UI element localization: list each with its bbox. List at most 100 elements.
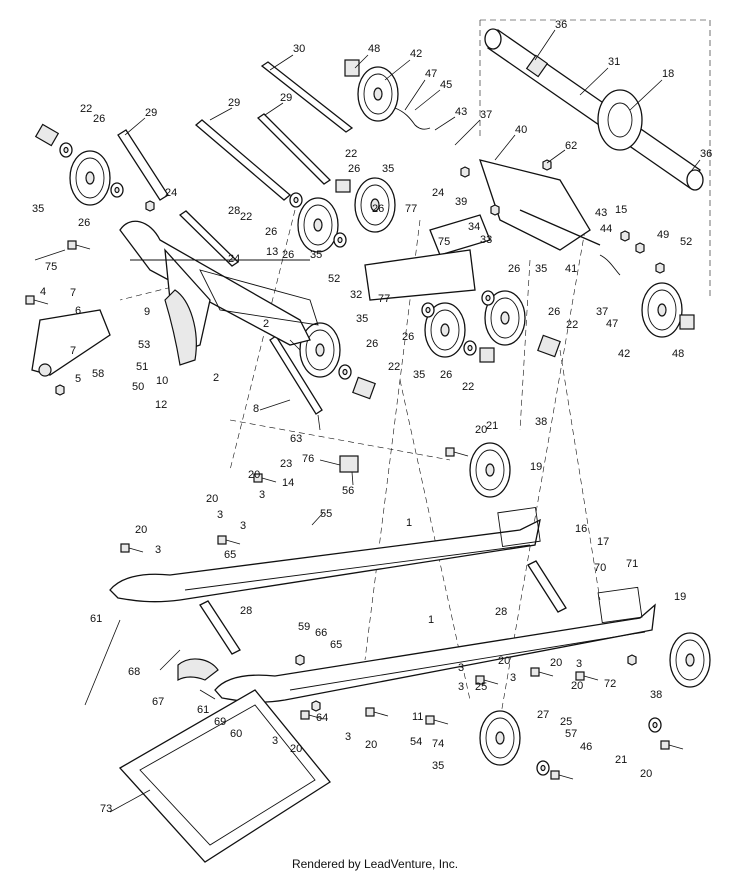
callout-label: 28 bbox=[495, 606, 507, 618]
callout-label: 58 bbox=[92, 368, 104, 380]
callout-label: 22 bbox=[345, 148, 357, 160]
callout-label: 35 bbox=[356, 313, 368, 325]
callout-label: 6 bbox=[75, 305, 81, 317]
callout-label: 25 bbox=[560, 716, 572, 728]
callout-label: 57 bbox=[565, 728, 577, 740]
callout-label: 35 bbox=[432, 760, 444, 772]
callout-label: 26 bbox=[93, 113, 105, 125]
callout-label: 32 bbox=[350, 289, 362, 301]
callout-label: 8 bbox=[253, 403, 259, 415]
callout-label: 20 bbox=[475, 424, 487, 436]
callout-label: 10 bbox=[156, 375, 168, 387]
callout-label: 18 bbox=[662, 68, 674, 80]
callout-label: 26 bbox=[402, 331, 414, 343]
callout-label: 3 bbox=[576, 658, 582, 670]
callout-label: 38 bbox=[650, 689, 662, 701]
callout-label: 40 bbox=[515, 124, 527, 136]
callout-label: 4 bbox=[40, 286, 46, 298]
callout-label: 56 bbox=[342, 485, 354, 497]
callout-label: 75 bbox=[45, 261, 57, 273]
callout-label: 71 bbox=[626, 558, 638, 570]
callout-label: 29 bbox=[145, 107, 157, 119]
callout-label: 21 bbox=[615, 754, 627, 766]
callout-label: 36 bbox=[700, 148, 712, 160]
callout-label: 26 bbox=[548, 306, 560, 318]
callout-label: 19 bbox=[530, 461, 542, 473]
callout-label: 44 bbox=[600, 223, 612, 235]
callout-label: 24 bbox=[228, 253, 240, 265]
callout-label: 3 bbox=[510, 672, 516, 684]
callout-label: 3 bbox=[217, 509, 223, 521]
callout-label: 55 bbox=[320, 508, 332, 520]
slide-rails bbox=[109, 507, 656, 703]
callout-label: 20 bbox=[640, 768, 652, 780]
callout-label: 53 bbox=[138, 339, 150, 351]
callout-label: 66 bbox=[315, 627, 327, 639]
callout-label: 1 bbox=[406, 517, 412, 529]
callout-label: 19 bbox=[674, 591, 686, 603]
callout-label: 46 bbox=[580, 741, 592, 753]
callout-label: 70 bbox=[594, 562, 606, 574]
callout-label: 50 bbox=[132, 381, 144, 393]
callout-label: 20 bbox=[248, 469, 260, 481]
callout-label: 35 bbox=[310, 249, 322, 261]
callout-label: 22 bbox=[240, 211, 252, 223]
callout-label: 3 bbox=[458, 662, 464, 674]
callout-label: 26 bbox=[366, 338, 378, 350]
callout-label: 37 bbox=[596, 306, 608, 318]
callout-label: 35 bbox=[535, 263, 547, 275]
callout-label: 15 bbox=[615, 204, 627, 216]
callout-label: 2 bbox=[263, 318, 269, 330]
callout-label: 3 bbox=[240, 520, 246, 532]
cross-shafts bbox=[117, 61, 567, 655]
callout-label: 74 bbox=[432, 738, 444, 750]
bracket-76 bbox=[339, 455, 359, 473]
callout-label: 24 bbox=[432, 187, 444, 199]
callout-label: 26 bbox=[78, 217, 90, 229]
callout-label: 22 bbox=[566, 319, 578, 331]
callout-label: 43 bbox=[595, 207, 607, 219]
callout-label: 5 bbox=[75, 373, 81, 385]
callout-label: 35 bbox=[32, 203, 44, 215]
callout-label: 3 bbox=[345, 731, 351, 743]
callout-label: 20 bbox=[206, 493, 218, 505]
callout-label: 47 bbox=[425, 68, 437, 80]
callout-label: 3 bbox=[259, 489, 265, 501]
callout-label: 41 bbox=[565, 263, 577, 275]
wear-plate bbox=[118, 689, 331, 863]
callout-label: 37 bbox=[480, 109, 492, 121]
callout-label: 3 bbox=[458, 681, 464, 693]
callout-label: 65 bbox=[330, 639, 342, 651]
callout-label: 69 bbox=[214, 716, 226, 728]
callout-label: 77 bbox=[378, 293, 390, 305]
callout-label: 27 bbox=[537, 709, 549, 721]
callout-label: 1 bbox=[428, 614, 434, 626]
callout-label: 51 bbox=[136, 361, 148, 373]
callout-label: 20 bbox=[498, 655, 510, 667]
callout-label: 63 bbox=[290, 433, 302, 445]
front-arm-assembly bbox=[31, 220, 319, 377]
render-credit: Rendered by LeadVenture, Inc. bbox=[291, 857, 459, 871]
callout-label: 20 bbox=[571, 680, 583, 692]
callout-label: 28 bbox=[228, 205, 240, 217]
callout-label: 54 bbox=[410, 736, 422, 748]
callout-label: 73 bbox=[100, 803, 112, 815]
callout-label: 22 bbox=[80, 103, 92, 115]
callout-label: 34 bbox=[468, 221, 480, 233]
callout-label: 47 bbox=[606, 318, 618, 330]
callout-label: 29 bbox=[280, 92, 292, 104]
callout-label: 38 bbox=[535, 416, 547, 428]
callout-labels: 36 31 18 36 30 48 42 47 45 43 37 40 62 2… bbox=[32, 19, 712, 815]
leader-lines bbox=[34, 29, 701, 813]
callout-label: 48 bbox=[368, 43, 380, 55]
callout-label: 48 bbox=[672, 348, 684, 360]
callout-label: 72 bbox=[604, 678, 616, 690]
callout-label: 61 bbox=[90, 613, 102, 625]
callout-label: 39 bbox=[455, 196, 467, 208]
callout-label: 9 bbox=[144, 306, 150, 318]
callout-label: 25 bbox=[475, 681, 487, 693]
callout-label: 20 bbox=[135, 524, 147, 536]
callout-label: 20 bbox=[290, 743, 302, 755]
callout-label: 76 bbox=[302, 453, 314, 465]
callout-label: 35 bbox=[382, 163, 394, 175]
